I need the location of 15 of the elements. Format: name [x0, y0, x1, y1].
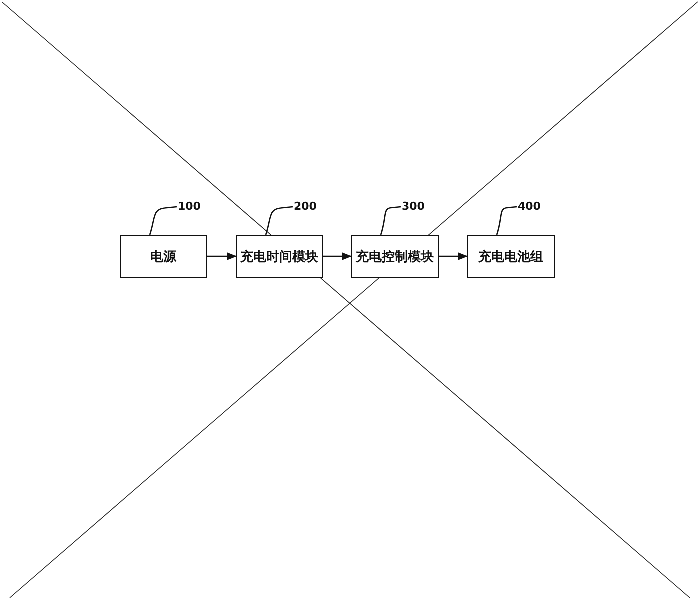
leader-line: [380, 206, 402, 236]
leader-line: [265, 206, 294, 236]
callout-number: 300: [402, 201, 425, 213]
arrow: [439, 252, 468, 260]
process-box: 充电时间模块: [236, 235, 323, 278]
process-box: 电源: [120, 235, 207, 278]
callout-number: 200: [294, 201, 317, 213]
leader-line: [149, 206, 178, 236]
callout-number: 400: [518, 201, 541, 213]
arrow: [207, 252, 237, 260]
arrow: [323, 252, 352, 260]
process-box: 充电电池组: [467, 235, 555, 278]
callout-number: 100: [178, 201, 201, 213]
leader-line: [496, 206, 518, 236]
process-box: 充电控制模块: [351, 235, 439, 278]
